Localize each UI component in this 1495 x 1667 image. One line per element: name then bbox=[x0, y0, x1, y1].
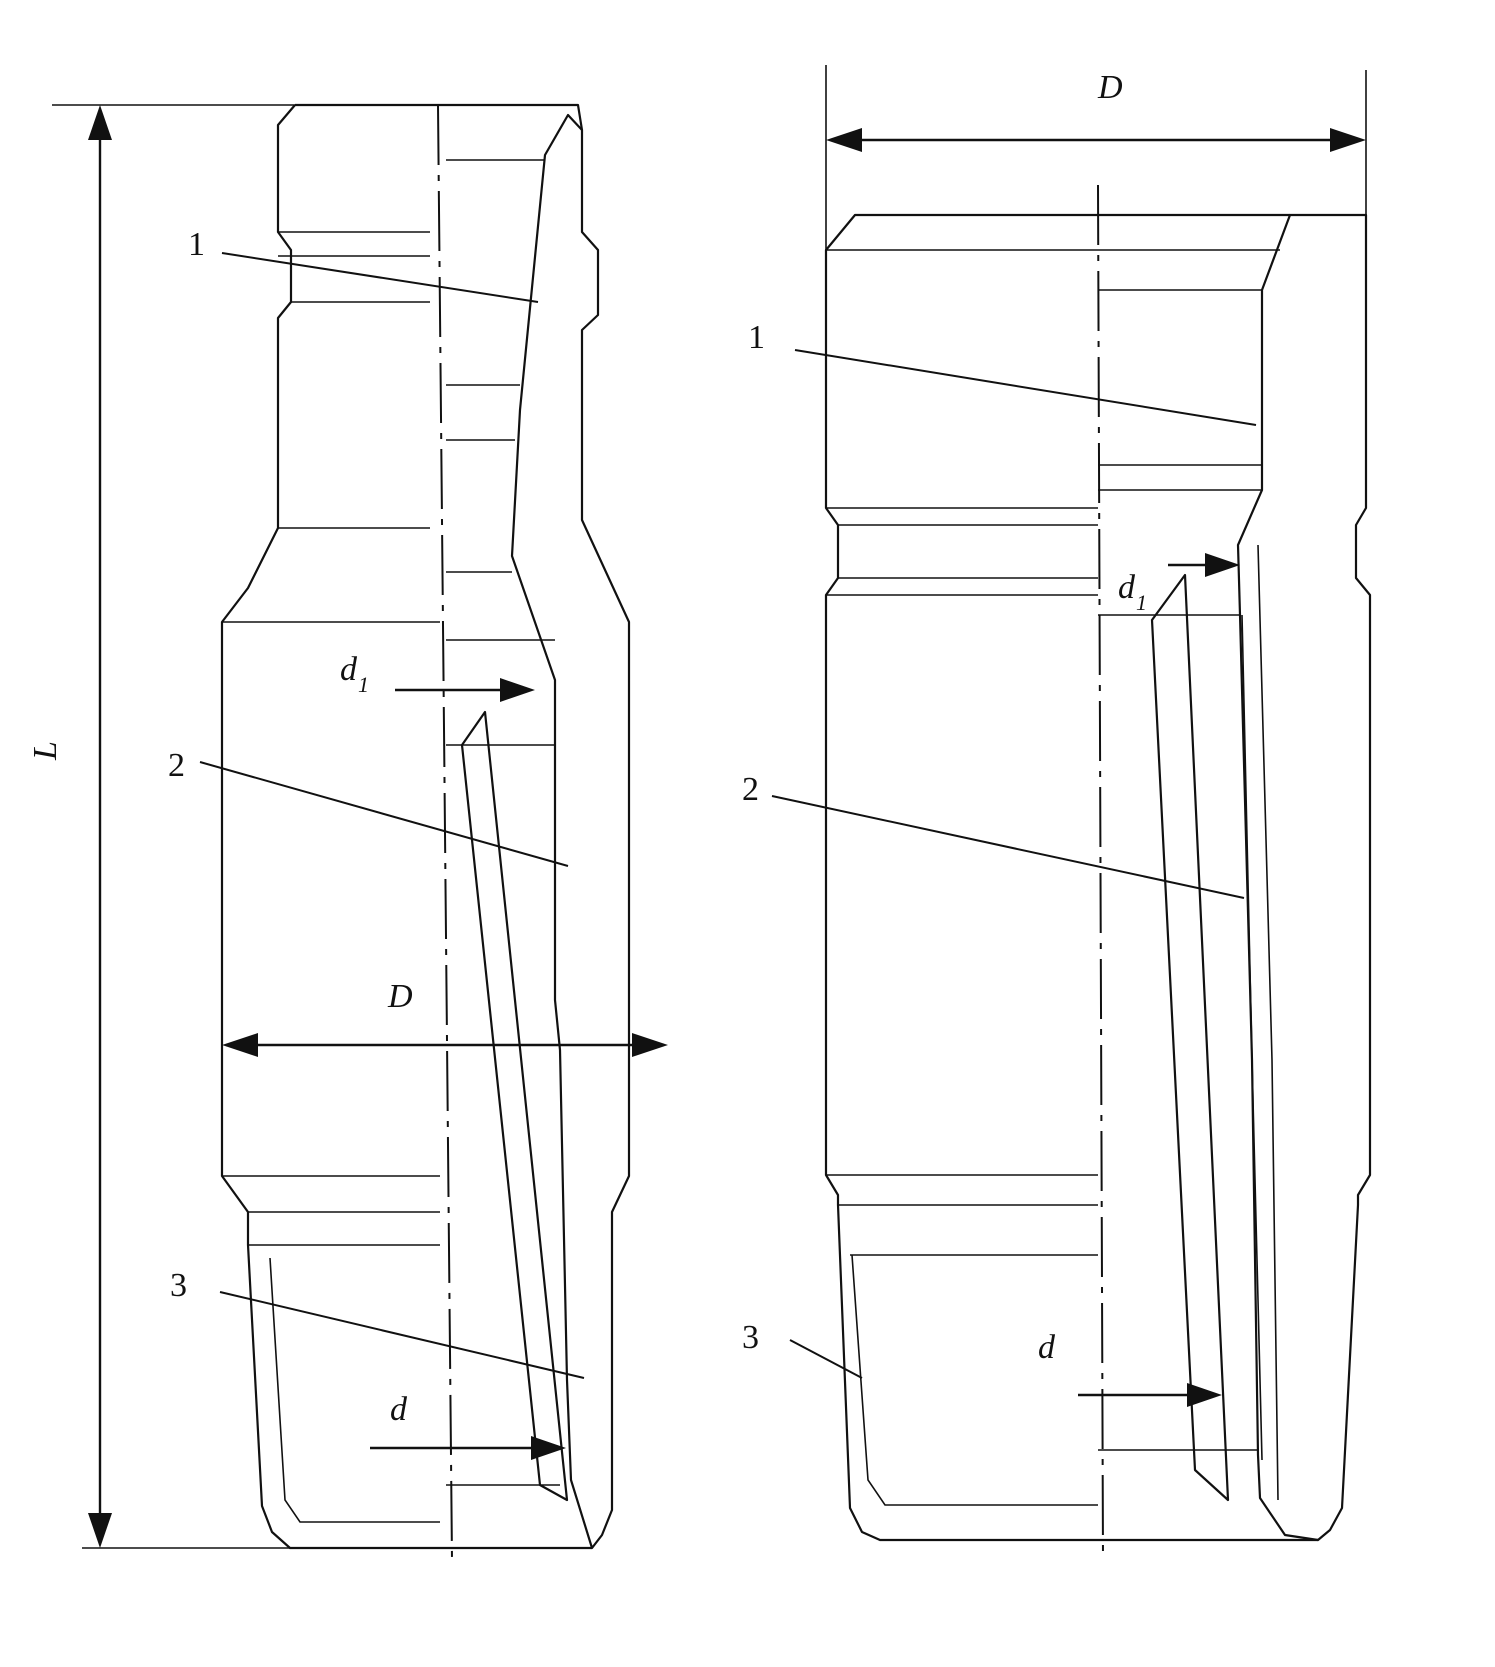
left-part: L D d 1 d 1 2 3 bbox=[27, 103, 668, 1561]
right-bore-lines bbox=[1098, 289, 1262, 1451]
right-d1-label: d bbox=[1118, 569, 1136, 606]
left-label-1: 1 bbox=[188, 226, 205, 263]
right-inner-profile bbox=[826, 249, 1280, 1506]
left-label-2: 2 bbox=[168, 747, 185, 784]
left-inner-profile bbox=[222, 231, 440, 1523]
left-leader-2 bbox=[199, 761, 569, 867]
right-center-axis bbox=[1097, 184, 1104, 1561]
left-d1-label: d bbox=[340, 651, 358, 688]
right-leader-2 bbox=[771, 795, 1245, 899]
left-d-label: d bbox=[390, 1391, 408, 1428]
left-center-axis bbox=[437, 104, 453, 1561]
right-d-label: d bbox=[1038, 1329, 1056, 1366]
left-leader-1 bbox=[221, 252, 539, 303]
left-label-3: 3 bbox=[170, 1267, 187, 1304]
left-outer-contour bbox=[220, 103, 592, 1550]
left-wall-section bbox=[510, 113, 631, 1550]
L-label: L bbox=[27, 741, 64, 761]
right-label-2: 2 bbox=[742, 771, 759, 808]
right-label-3: 3 bbox=[742, 1319, 759, 1356]
right-D-label: D bbox=[1097, 69, 1123, 106]
right-leader-1 bbox=[794, 349, 1257, 426]
right-wall-section bbox=[1236, 213, 1372, 1542]
left-D-label: D bbox=[387, 978, 413, 1015]
left-leader-3 bbox=[219, 1291, 585, 1379]
left-slot bbox=[460, 710, 569, 1502]
right-outer-contour bbox=[824, 213, 1318, 1542]
left-bore-lines bbox=[446, 159, 560, 1486]
left-d1-sub: 1 bbox=[358, 672, 369, 697]
right-slot bbox=[1150, 573, 1230, 1502]
right-label-1: 1 bbox=[748, 319, 765, 356]
right-d1-sub: 1 bbox=[1136, 590, 1147, 615]
right-leader-3 bbox=[789, 1339, 863, 1379]
right-part: D d 1 d 1 2 3 bbox=[742, 65, 1372, 1561]
